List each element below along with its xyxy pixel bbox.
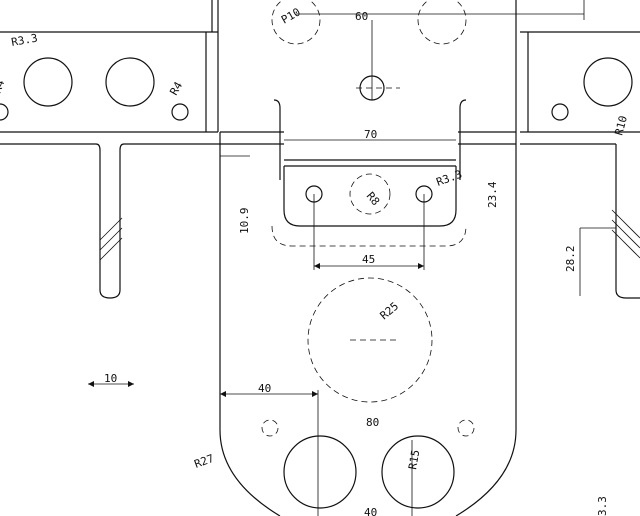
- dim-r3-3-top: R3.3: [10, 32, 38, 49]
- dim-3-3-partial: 3.3: [596, 496, 609, 516]
- dim-r27: R27: [193, 452, 216, 471]
- dim-80: 80: [366, 416, 379, 429]
- dim-r15: R15: [406, 449, 422, 471]
- center-plate-outline: [219, 131, 517, 516]
- dim-r8: R8: [364, 190, 382, 209]
- dim-r3-3-mid: R3.3: [435, 168, 464, 189]
- dimension-labels: P10 60 R3.3 R4 R4 R10 70 R8 R3.3 23.4 10…: [0, 5, 630, 516]
- arrowheads: [88, 263, 424, 397]
- dim-r25: R25: [378, 300, 402, 323]
- top-region: [271, 0, 640, 132]
- dim-40-bottom: 40: [364, 506, 377, 516]
- left-arm-outline: [0, 0, 220, 299]
- dim-70: 70: [364, 128, 377, 141]
- dim-45: 45: [362, 253, 375, 266]
- dim-r10: R10: [612, 114, 630, 137]
- dim-r4: R4: [167, 79, 185, 97]
- dim-p10: P10: [279, 5, 303, 26]
- right-arm-outline: [520, 57, 640, 299]
- dim-10-9: 10.9: [238, 208, 251, 235]
- dim-60: 60: [355, 10, 368, 23]
- dim-r4-left: R4: [0, 78, 7, 95]
- dim-10: 10: [104, 372, 117, 385]
- dim-23-4: 23.4: [486, 181, 499, 208]
- dim-40: 40: [258, 382, 271, 395]
- lower-region: [88, 277, 475, 516]
- slot-region: [271, 99, 467, 270]
- dim-28-2: 28.2: [564, 246, 577, 273]
